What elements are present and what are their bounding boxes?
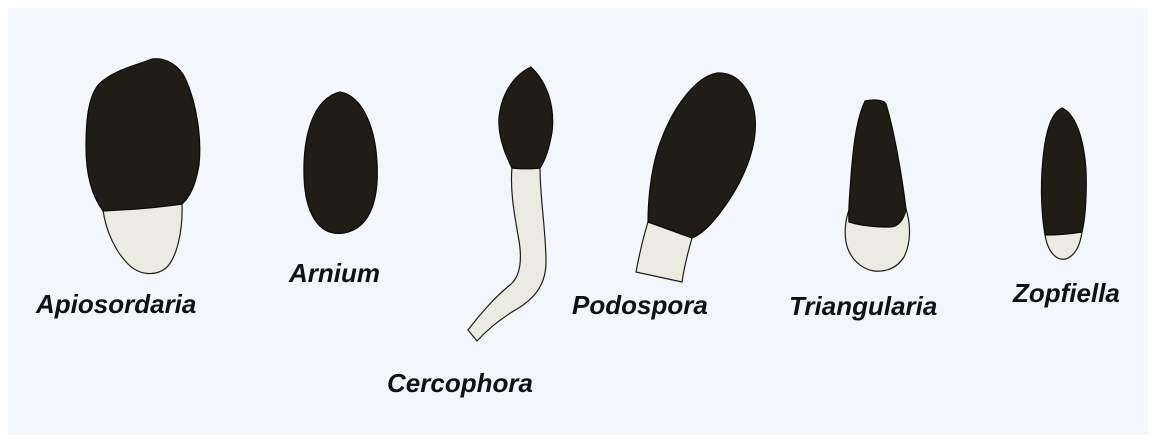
- arnium-pigmented-cell: [304, 92, 377, 233]
- podospora-pigmented-head: [648, 73, 755, 238]
- label-triangularia: Triangularia: [789, 293, 937, 319]
- label-arnium: Arnium: [289, 260, 380, 286]
- apiosordaria-pigmented-head: [86, 59, 200, 211]
- zopfiella-hyaline-cell: [1045, 232, 1082, 259]
- label-podospora: Podospora: [572, 292, 708, 318]
- spore-podospora: [636, 73, 755, 282]
- label-zopfiella: Zopfiella: [1013, 280, 1120, 306]
- cercophora-pigmented-head: [499, 67, 553, 169]
- spore-apiosordaria: [86, 59, 200, 274]
- triangularia-pigmented-head: [849, 100, 906, 227]
- spore-cercophora: [468, 67, 553, 341]
- zopfiella-pigmented-head: [1041, 108, 1086, 235]
- label-cercophora: Cercophora: [387, 370, 533, 396]
- apiosordaria-hyaline-cell: [103, 204, 182, 274]
- spore-triangularia: [845, 100, 909, 271]
- label-apiosordaria: Apiosordaria: [36, 291, 196, 317]
- spore-arnium: [304, 92, 377, 233]
- spore-zopfiella: [1041, 108, 1086, 259]
- cercophora-hyaline-tail: [468, 167, 546, 341]
